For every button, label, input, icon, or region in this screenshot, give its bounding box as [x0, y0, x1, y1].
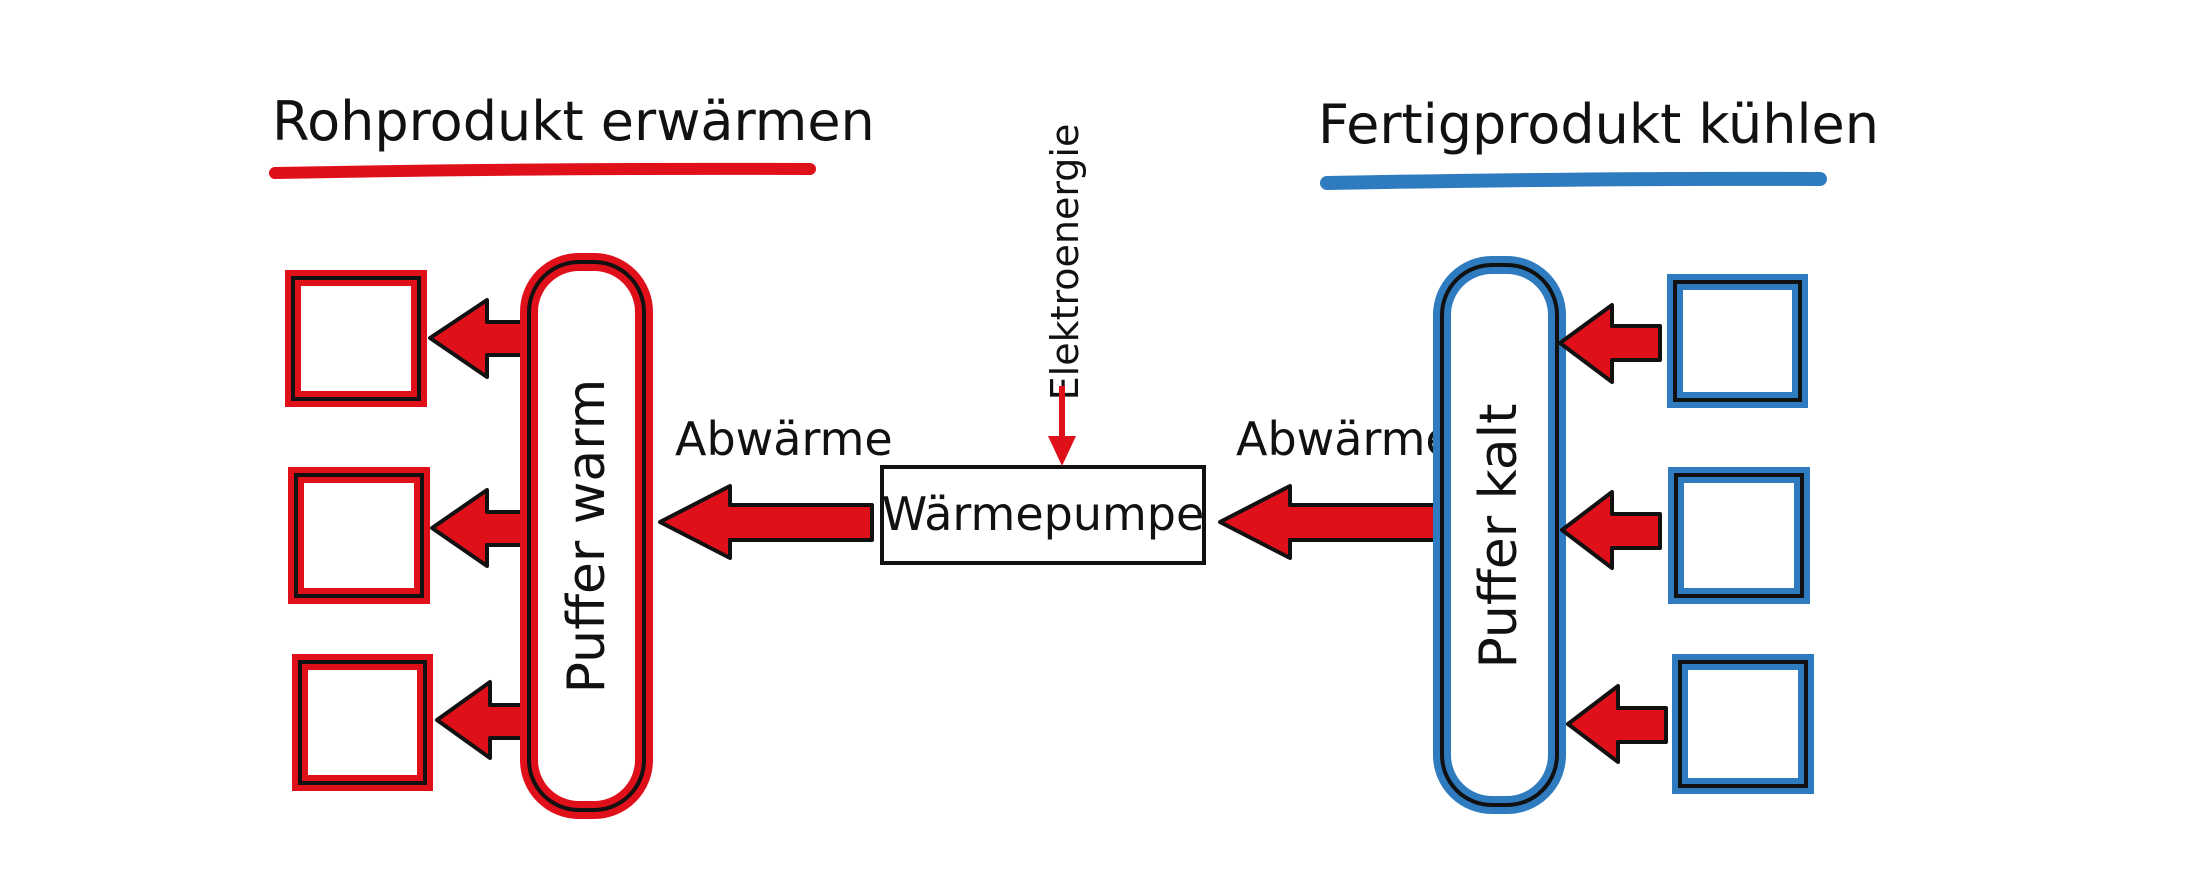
warm-consumer-box-1 [285, 270, 427, 407]
warm-supply-arrow-1 [428, 298, 530, 379]
cold-source-box-3 [1672, 654, 1814, 794]
waste-heat-right-arrow [1218, 484, 1437, 560]
waste-heat-right-label: Abwärme [1236, 412, 1454, 466]
left-heading-underline [269, 162, 816, 179]
left-heading: Rohprodukt erwärmen [272, 90, 875, 153]
warm-consumer-box-2 [288, 467, 430, 604]
waste-heat-left-label: Abwärme [675, 412, 893, 466]
energy-input-arrow [1048, 386, 1076, 466]
cold-buffer-label: Puffer kalt [1469, 403, 1529, 668]
heat-pump-label: Wärmepumpe [882, 487, 1205, 541]
right-heading: Fertigprodukt kühlen [1318, 93, 1879, 156]
waste-heat-left-arrow [658, 484, 874, 560]
cold-return-arrow-2 [1560, 490, 1662, 570]
cold-return-arrow-1 [1558, 303, 1662, 384]
cold-buffer [1433, 256, 1566, 814]
heat-pump-box [880, 465, 1206, 565]
warm-consumer-box-3 [292, 654, 433, 791]
cold-source-box-1 [1667, 274, 1808, 408]
right-heading-underline [1320, 171, 1827, 190]
cold-source-box-2 [1668, 467, 1810, 604]
warm-supply-arrow-3 [435, 680, 534, 760]
energy-input-label: Elektroenergie [1043, 124, 1087, 401]
cold-return-arrow-3 [1566, 684, 1668, 764]
warm-buffer-label: Puffer warm [557, 379, 617, 694]
warm-supply-arrow-2 [430, 488, 530, 568]
warm-buffer [520, 253, 653, 819]
